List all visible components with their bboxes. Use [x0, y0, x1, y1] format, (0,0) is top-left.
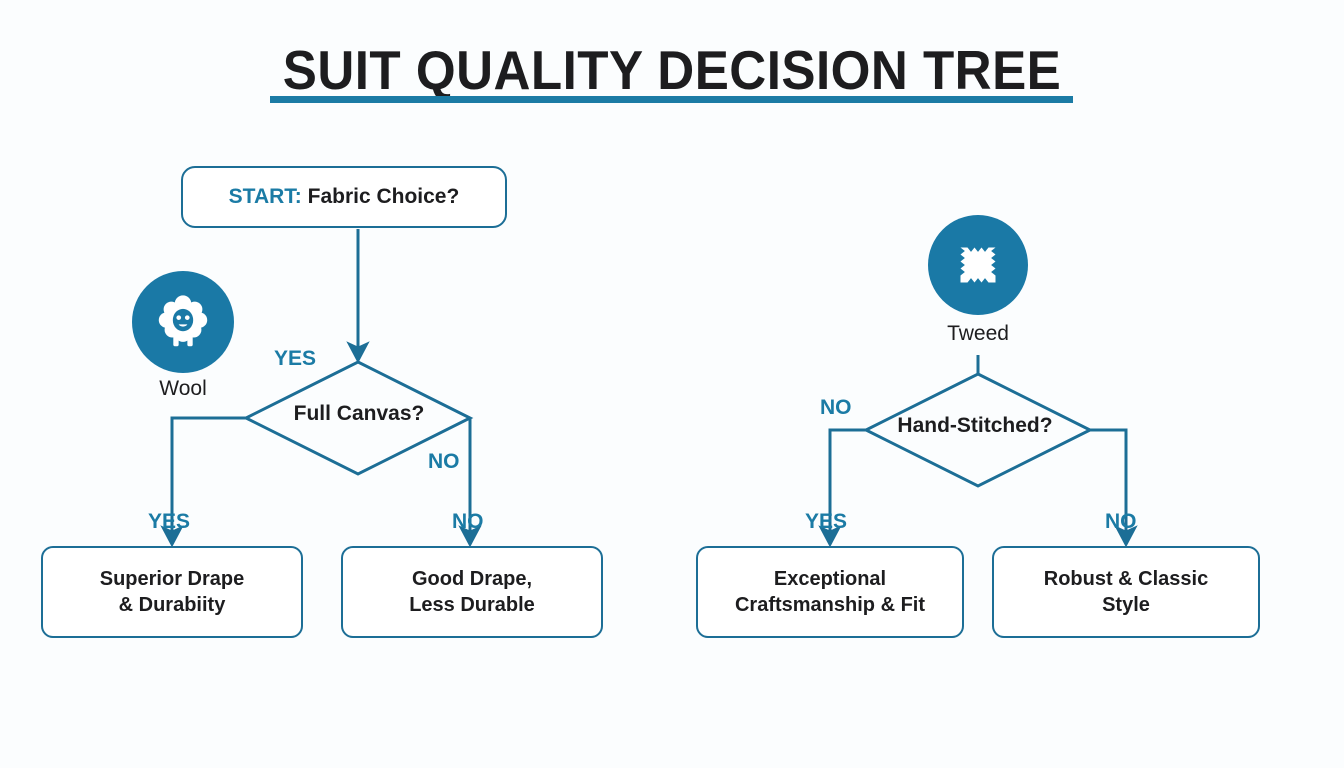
sheep-icon: [158, 295, 208, 347]
decision-full-canvas-label: Full Canvas?: [293, 402, 425, 425]
result-node-robust-classic[interactable]: Robust & Classic Style: [992, 546, 1260, 638]
page-title: SUIT QUALITY DECISION TREE: [282, 39, 1062, 101]
edge-label-result4-no: NO: [1105, 510, 1137, 533]
edge-label-full-canvas-no: NO: [428, 450, 460, 473]
edge-label-result1-yes: YES: [148, 510, 191, 533]
start-node-key: START:: [228, 185, 302, 209]
result-line-1: Robust & Classic: [1043, 568, 1209, 590]
wool-caption: Wool: [159, 377, 207, 400]
result-node-exceptional-craftsmanship[interactable]: Exceptional Craftsmanship & Fit: [696, 546, 964, 638]
result-node-good-drape[interactable]: Good Drape, Less Durable: [341, 546, 603, 638]
title-underline: [270, 96, 1073, 103]
result-line-2: Craftsmanship & Fit: [734, 594, 926, 616]
result-line-2: & Durabiity: [118, 594, 226, 616]
result-line-2: Style: [1102, 594, 1150, 616]
start-node[interactable]: START: Fabric Choice?: [181, 166, 507, 228]
result-line-2: Less Durable: [409, 594, 535, 616]
start-node-question: Fabric Choice?: [301, 185, 460, 209]
edge-label-hand-stitched-no: NO: [820, 396, 852, 419]
result-node-superior-drape[interactable]: Superior Drape & Durabiity: [41, 546, 303, 638]
wool-icon-circle[interactable]: [132, 271, 234, 373]
edge-label-result3-yes: YES: [805, 510, 848, 533]
tweed-icon-circle[interactable]: [928, 215, 1028, 315]
edge-label-result2-no: NO: [452, 510, 484, 533]
fabric-swatch-icon: [960, 247, 996, 283]
result-line-1: Superior Drape: [99, 568, 245, 590]
result-line-1: Good Drape,: [411, 568, 532, 590]
decision-hand-stitched-label: Hand-Stitched?: [897, 414, 1053, 437]
edge-label-full-canvas-yes: YES: [274, 347, 317, 370]
result-line-1: Exceptional: [773, 568, 887, 590]
tweed-caption: Tweed: [947, 322, 1009, 345]
